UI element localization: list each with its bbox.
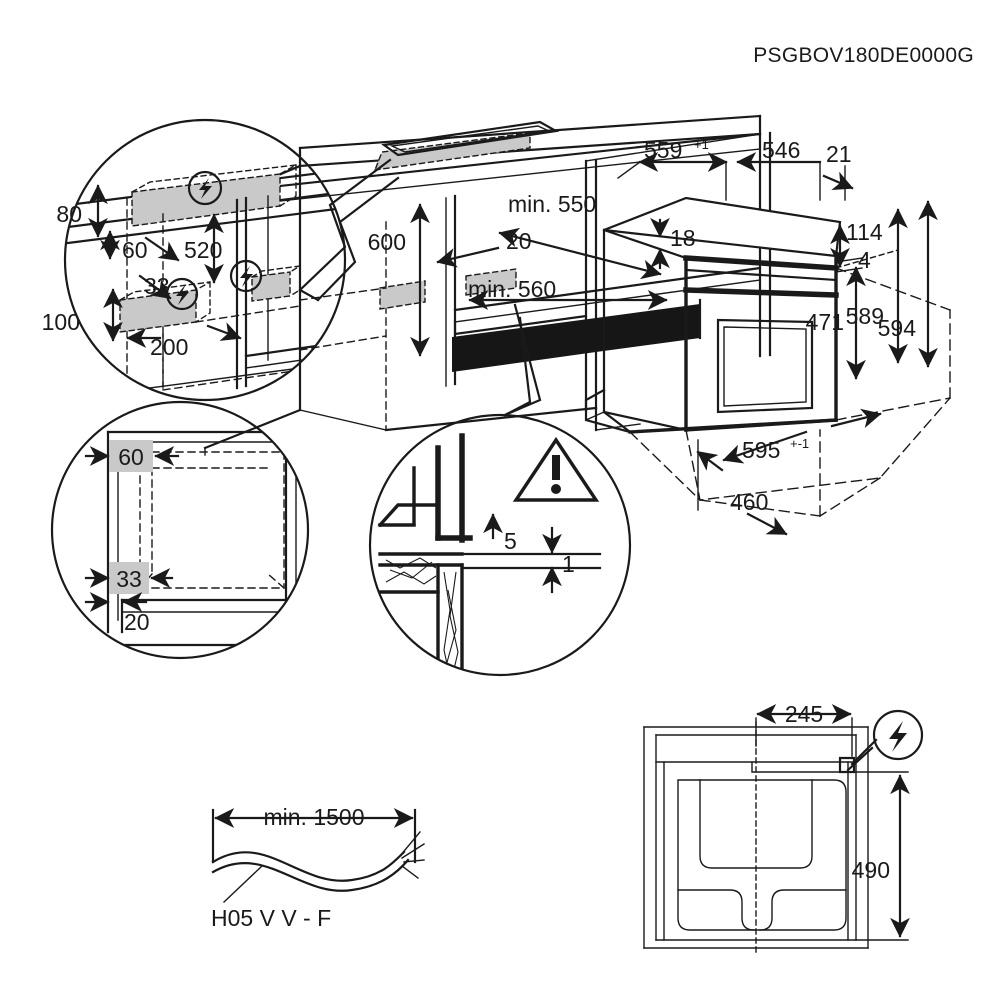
dim-label-1: 1: [562, 551, 575, 577]
oven-perspective-group: [584, 196, 951, 517]
dim-min550: min. 550: [498, 191, 662, 280]
dim-label-200: 200: [150, 334, 188, 360]
dim-559: 559 +1: [617, 137, 728, 201]
dim-min560: min. 560: [468, 276, 668, 310]
dim-label-490: 490: [852, 857, 890, 883]
dim-595: 595 +-1: [722, 408, 882, 464]
dim-label-594: 594: [878, 315, 917, 341]
dim-80: 80: [56, 184, 108, 238]
dim-label-20-main: 20: [506, 228, 532, 254]
dim-33-side: 33: [84, 562, 174, 594]
oven-rear-view-group: 245 490: [643, 701, 924, 953]
electrical-connection-icon: [846, 709, 924, 772]
dim-label-245: 245: [785, 701, 823, 727]
dim-label-460: 460: [730, 489, 768, 515]
electrical-connection-icon: [229, 259, 263, 293]
dim-490: 490: [852, 771, 910, 941]
dim-label-60-top: 60: [122, 237, 148, 263]
dim-460: 460: [696, 439, 788, 536]
drawing-title-code: PSGBOV180DE0000G: [753, 44, 974, 67]
callout-leaders: [298, 158, 542, 417]
dim-label-100: 100: [42, 309, 80, 335]
dim-600: 600: [368, 203, 430, 357]
dim-label-471: 471: [806, 309, 844, 335]
dim-label-546: 546: [762, 137, 800, 163]
electrical-connection-icon: [187, 170, 223, 206]
dim-1: 1: [542, 526, 575, 594]
power-cable-group: min. 1500 H05 V V - F: [211, 804, 425, 931]
detail-circle-worktop-joint: 5 1: [368, 413, 632, 677]
dim-label-60-side: 60: [118, 444, 144, 470]
dim-label-18: 18: [670, 225, 696, 251]
dim-21: 21: [822, 141, 854, 201]
dim-label-600: 600: [368, 229, 406, 255]
dim-245: 245: [755, 701, 853, 757]
dim-33-top: 33: [138, 273, 172, 300]
dim-594: 594: [878, 200, 938, 368]
detail-circle-cabinet-side: 60 33 20: [50, 400, 310, 660]
dim-label-min560: min. 560: [468, 276, 556, 302]
dim-100: 100: [42, 288, 123, 342]
dim-114: 114: [830, 219, 883, 268]
dim-200: 200: [126, 322, 242, 360]
dim-label-5: 5: [504, 528, 517, 554]
warning-triangle-icon: [512, 436, 600, 502]
dim-label-559: 559: [644, 137, 682, 163]
dim-label-114: 114: [846, 219, 883, 245]
dim-20-side: 20: [84, 592, 150, 635]
dim-label-520: 520: [184, 237, 222, 263]
dim-label-min550: min. 550: [508, 191, 596, 217]
dim-label-80: 80: [56, 201, 82, 227]
dim-label-20-side: 20: [124, 609, 150, 635]
dim-label-33-side: 33: [116, 566, 142, 592]
dim-60-top: 60: [100, 230, 180, 263]
dim-471: 471: [806, 266, 866, 380]
detail-circle-socket-zone: 80 60 520 33 100 200: [42, 118, 347, 402]
dim-520: 520: [184, 213, 224, 284]
dim-60-side: 60: [84, 440, 180, 472]
dim-label-595: 595: [742, 437, 780, 463]
dim-20-main: 20: [436, 228, 532, 268]
dim-5: 5: [483, 513, 517, 554]
dim-label-21: 21: [826, 141, 852, 167]
dim-546: 546: [736, 137, 822, 201]
dim-tol-595: +-1: [790, 436, 809, 451]
dim-label-33-top: 33: [144, 273, 170, 299]
dim-18: 18: [650, 217, 696, 270]
dim-tol-559: +1: [694, 137, 709, 152]
cable-type-label: H05 V V - F: [211, 905, 331, 931]
cable-length-label: min. 1500: [263, 804, 364, 830]
